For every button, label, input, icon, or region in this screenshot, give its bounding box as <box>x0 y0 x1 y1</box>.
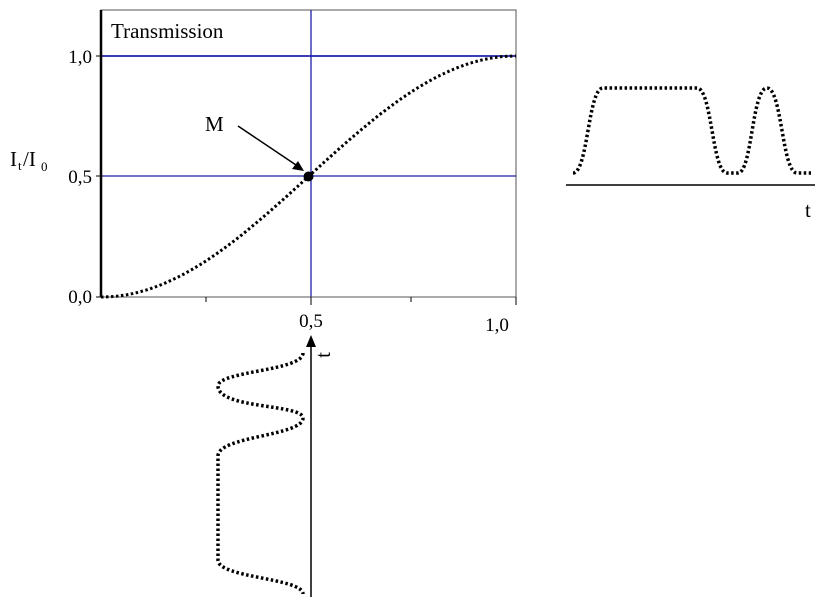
chart-title: Transmission <box>111 19 224 43</box>
y-tick-label-half: 0,5 <box>68 167 92 188</box>
y-label-sub-top: t <box>18 158 22 173</box>
marker-arrow-head <box>292 161 304 171</box>
y-axis-label: I t /I 0 <box>10 147 48 174</box>
y-label-mid: /I <box>23 147 36 171</box>
input-time-arrow <box>306 335 316 347</box>
input-time-label: t <box>311 352 335 358</box>
y-label-sub-bottom: 0 <box>41 159 48 174</box>
marker-arrow-line <box>237 125 303 170</box>
output-signal <box>572 86 811 175</box>
marker-point <box>303 171 314 182</box>
input-signal <box>216 352 305 595</box>
plot-frame <box>100 9 517 298</box>
x-tick-label-half: 0,5 <box>299 311 323 332</box>
x-tick-label-1: 1,0 <box>485 315 509 336</box>
y-label-main: I <box>10 147 17 171</box>
y-tick-label-0: 0,0 <box>68 287 92 308</box>
marker-label: M <box>205 112 224 136</box>
y-tick-label-1: 1,0 <box>68 47 92 68</box>
output-time-label: t <box>805 198 811 222</box>
